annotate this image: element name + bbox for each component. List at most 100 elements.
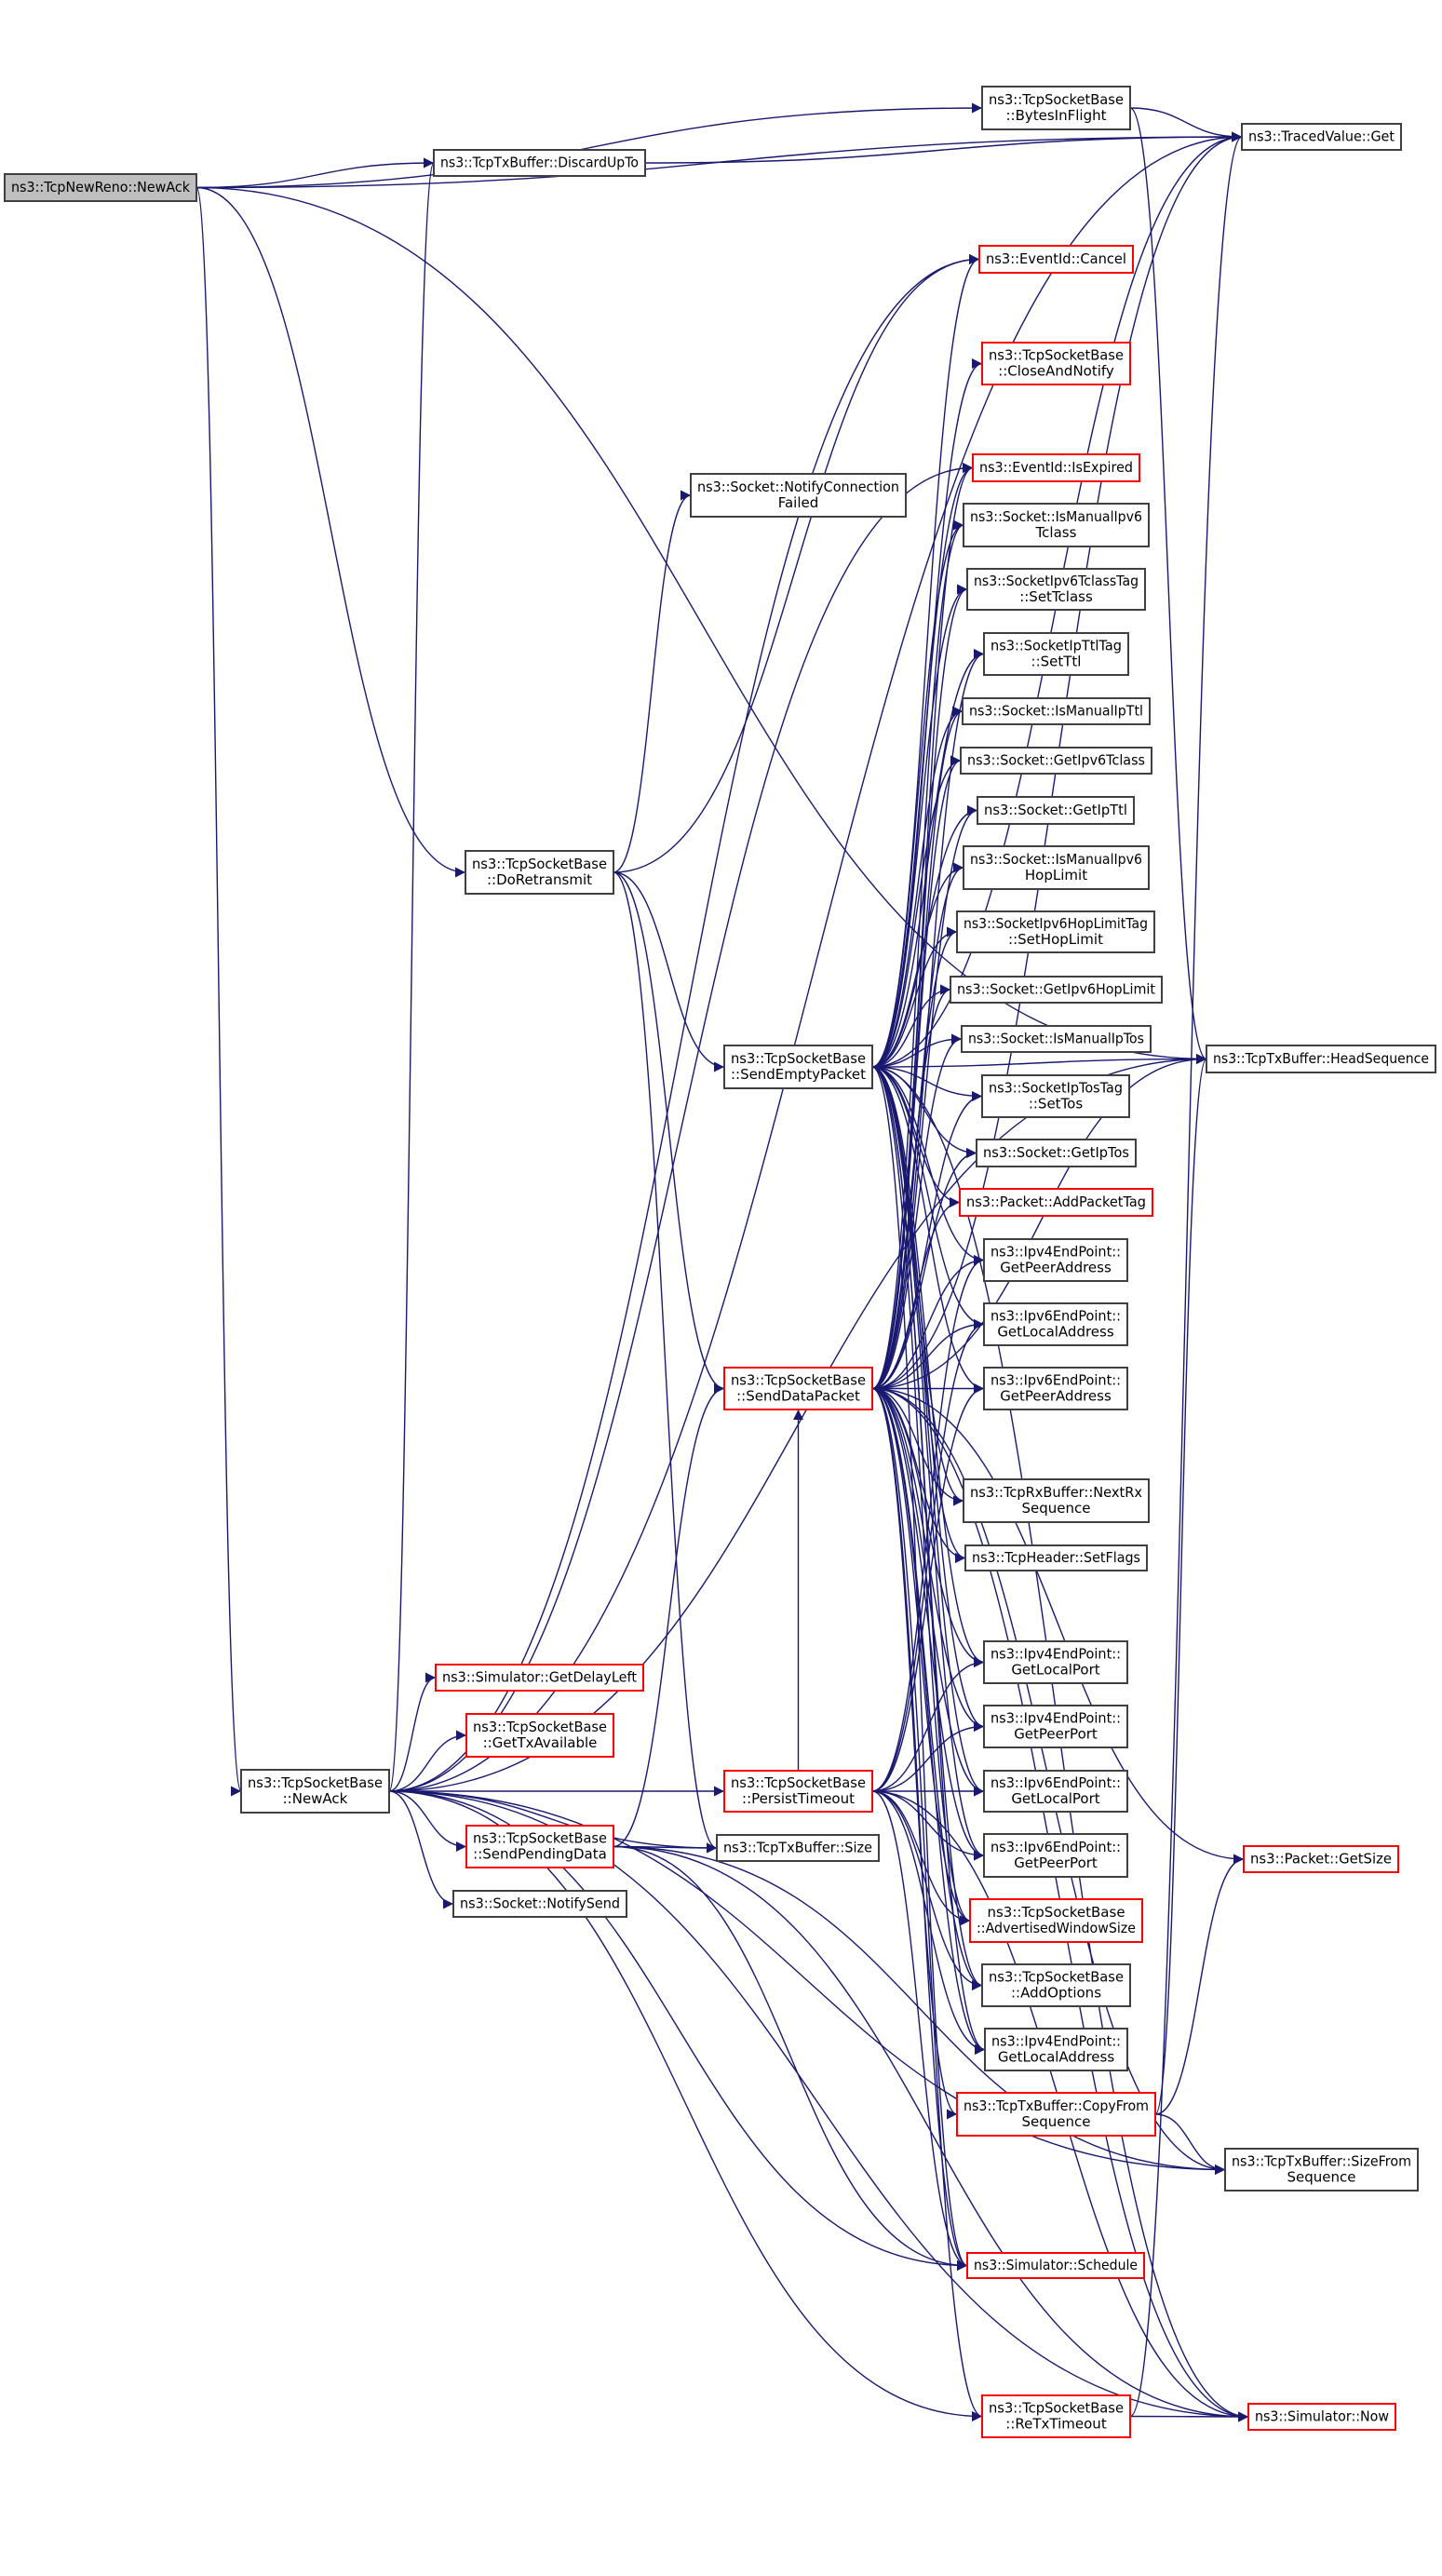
edge-tcpsocketbase-persisttimeout-to-ipv6endpoint-getpeeraddress (871, 1383, 985, 1792)
node-label: ns3::Socket::GetIpv6Tclass (967, 752, 1145, 769)
node-tcpnewreno-newack[interactable]: ns3::TcpNewReno::NewAck (4, 173, 197, 202)
node-label: ns3::Simulator::GetDelayLeft (442, 1669, 637, 1686)
node-label: GetLocalPort (1011, 1662, 1099, 1679)
node-socket-getipttl[interactable]: ns3::Socket::GetIpTtl (977, 796, 1135, 825)
node-packet-getsize[interactable]: ns3::Packet::GetSize (1243, 1845, 1399, 1873)
node-ipv4endpoint-getpeerport[interactable]: ns3::Ipv4EndPoint::GetPeerPort (983, 1705, 1128, 1748)
node-ipv4endpoint-getlocalport[interactable]: ns3::Ipv4EndPoint::GetLocalPort (983, 1640, 1128, 1684)
node-label: ::AdvertisedWindowSize (977, 1920, 1136, 1936)
edge-tcpsocketbase-newack-to-tcpsocketbase-gettxavailable (388, 1730, 467, 1792)
node-box (981, 1074, 1130, 1118)
node-tcptxbuffer-headsequence[interactable]: ns3::TcpTxBuffer::HeadSequence (1206, 1045, 1436, 1073)
node-box (981, 86, 1131, 130)
node-box (983, 1833, 1128, 1878)
edge-tcptxbuffer-discardupto-to-tracedvalue-get (644, 131, 1243, 164)
node-label: ns3::Ipv6EndPoint:: (991, 1839, 1121, 1855)
edge-tcpsocketbase-sendemptypacket-to-tcptxbuffer-headsequence (871, 1054, 1207, 1068)
edge-tcpsocketbase-senddatapacket-to-packet-getsize (871, 1387, 1245, 1865)
node-tcpsocketbase-retxtimeout[interactable]: ns3::TcpSocketBase::ReTxTimeout (981, 2394, 1131, 2438)
node-socket-getipv6tclass[interactable]: ns3::Socket::GetIpv6Tclass (960, 747, 1152, 775)
node-socketipttltag-setttl[interactable]: ns3::SocketIpTtlTag::SetTtl (983, 632, 1129, 676)
node-box (981, 342, 1131, 385)
node-label: ns3::Simulator::Now (1255, 2408, 1389, 2425)
node-label: ns3::TcpTxBuffer::HeadSequence (1213, 1050, 1429, 1067)
node-box (723, 1367, 873, 1410)
node-socket-notifysend[interactable]: ns3::Socket::NotifySend (452, 1890, 627, 1918)
node-packet-addpackettag[interactable]: ns3::Packet::AddPacketTag (959, 1188, 1153, 1217)
node-box (433, 149, 646, 177)
node-tcpheader-setflags[interactable]: ns3::TcpHeader::SetFlags (964, 1544, 1148, 1571)
node-socket-getipv6hoplimit[interactable]: ns3::Socket::GetIpv6HopLimit (950, 976, 1163, 1004)
node-ipv4endpoint-getpeeraddress[interactable]: ns3::Ipv4EndPoint::GetPeerAddress (983, 1238, 1128, 1282)
node-tcpsocketbase-sendemptypacket[interactable]: ns3::TcpSocketBase::SendEmptyPacket (723, 1045, 873, 1089)
node-label: ::PersistTimeout (742, 1790, 855, 1807)
node-label: ::SetTtl (1031, 654, 1082, 670)
node-eventid-isexpired[interactable]: ns3::EventId::IsExpired (972, 453, 1140, 482)
node-box (240, 1769, 390, 1814)
node-box (1241, 123, 1402, 151)
node-label: HopLimit (1025, 867, 1087, 883)
edge-tcpsocketbase-persisttimeout-to-tcpsocketbase-advertisedwindowsize (871, 1790, 971, 1926)
node-socket-ismanualipttl[interactable]: ns3::Socket::IsManualIpTtl (962, 697, 1151, 725)
node-tcpsocketbase-sendpendingdata[interactable]: ns3::TcpSocketBase::SendPendingData (465, 1825, 614, 1868)
node-tcptxbuffer-size[interactable]: ns3::TcpTxBuffer::Size (716, 1834, 880, 1862)
node-label: ns3::TcpSocketBase (989, 2400, 1124, 2417)
node-box (983, 1770, 1128, 1813)
node-simulator-getdelayleft[interactable]: ns3::Simulator::GetDelayLeft (435, 1664, 644, 1692)
node-eventid-cancel[interactable]: ns3::EventId::Cancel (978, 245, 1134, 274)
node-tcpsocketbase-closeandnotify[interactable]: ns3::TcpSocketBase::CloseAndNotify (981, 342, 1131, 385)
node-tcpsocketbase-senddatapacket[interactable]: ns3::TcpSocketBase::SendDataPacket (723, 1367, 873, 1410)
node-ipv4endpoint-getlocaladdress[interactable]: ns3::Ipv4EndPoint::GetLocalAddress (984, 2028, 1128, 2071)
edge-tcpsocketbase-senddatapacket-to-socket-getipv6tclass (871, 755, 962, 1390)
node-ipv6endpoint-getpeerport[interactable]: ns3::Ipv6EndPoint::GetPeerPort (983, 1833, 1128, 1878)
edge-tcpsocketbase-sendpendingdata-to-simulator-now (613, 1845, 1249, 2422)
edge-tcpsocketbase-senddatapacket-to-ipv6endpoint-getpeerport (871, 1387, 985, 1861)
node-ipv6endpoint-getlocalport[interactable]: ns3::Ipv6EndPoint::GetLocalPort (983, 1770, 1128, 1813)
node-label: ns3::Ipv6EndPoint:: (991, 1372, 1121, 1389)
node-box (435, 1664, 644, 1692)
edge-tcpsocketbase-sendemptypacket-to-ipv4endpoint-getpeeraddress (871, 1066, 985, 1265)
node-socketiptostag-settos[interactable]: ns3::SocketIpTosTag::SetTos (981, 1074, 1130, 1118)
node-tcptxbuffer-discardupto[interactable]: ns3::TcpTxBuffer::DiscardUpTo (433, 149, 646, 177)
node-tracedvalue-get[interactable]: ns3::TracedValue::Get (1241, 123, 1402, 151)
node-socketipv6hoplimittag-sethoplimit[interactable]: ns3::SocketIpv6HopLimitTag::SetHopLimit (956, 910, 1155, 953)
node-box (984, 2028, 1128, 2071)
node-label: Failed (778, 494, 819, 511)
node-ipv6endpoint-getlocaladdress[interactable]: ns3::Ipv6EndPoint::GetLocalAddress (983, 1302, 1128, 1346)
node-tcpsocketbase-advertisedwindowsize[interactable]: ns3::TcpSocketBase::AdvertisedWindowSize (969, 1898, 1143, 1943)
node-label: ns3::SocketIpTosTag (989, 1080, 1123, 1097)
node-simulator-schedule[interactable]: ns3::Simulator::Schedule (966, 2252, 1145, 2279)
edge-tcpsocketbase-sendemptypacket-to-socket-getipv6hoplimit (871, 984, 951, 1068)
node-tcpsocketbase-newack[interactable]: ns3::TcpSocketBase::NewAck (240, 1769, 390, 1814)
node-tcpsocketbase-doretransmit[interactable]: ns3::TcpSocketBase::DoRetransmit (465, 850, 614, 895)
edge-tcpsocketbase-sendemptypacket-to-ipv6endpoint-getlocalport (871, 1066, 985, 1797)
node-simulator-now[interactable]: ns3::Simulator::Now (1247, 2403, 1396, 2431)
node-label: GetLocalAddress (997, 1324, 1114, 1341)
node-label: GetPeerAddress (1000, 1388, 1112, 1405)
node-ipv6endpoint-getpeeraddress[interactable]: ns3::Ipv6EndPoint::GetPeerAddress (983, 1367, 1128, 1410)
edge-tcptxbuffer-copyfrom-sequence-to-tcptxbuffer-sizefrom-sequence (1154, 2113, 1226, 2175)
node-label: ::SendPendingData (473, 1846, 607, 1863)
node-tcpsocketbase-gettxavailable[interactable]: ns3::TcpSocketBase::GetTxAvailable (465, 1713, 614, 1758)
node-socket-ismanualiptos[interactable]: ns3::Socket::IsManualIpTos (961, 1025, 1152, 1053)
node-label: ::SetTos (1029, 1096, 1084, 1113)
edge-tcpsocketbase-sendemptypacket-to-socketipv6hoplimittag-sethoplimit (871, 926, 958, 1068)
node-tcpsocketbase-addoptions[interactable]: ns3::TcpSocketBase::AddOptions (981, 1963, 1131, 2007)
node-label: ns3::Socket::IsManualIpv6 (970, 851, 1142, 868)
node-box (972, 453, 1140, 482)
node-socketipv6tclasstag-settclass[interactable]: ns3::SocketIpv6TclassTag::SetTclass (966, 568, 1146, 611)
node-label: ::DoRetransmit (487, 871, 592, 888)
node-socket-getiptos[interactable]: ns3::Socket::GetIpTos (976, 1139, 1137, 1167)
node-box (950, 976, 1163, 1004)
node-box (969, 1898, 1143, 1943)
edge-tcpsocketbase-sendpendingdata-to-tcptxbuffer-sizefrom-sequence (613, 1845, 1226, 2175)
node-tcpsocketbase-bytesinflight[interactable]: ns3::TcpSocketBase::BytesInFlight (981, 86, 1131, 130)
edge-tcpsocketbase-senddatapacket-to-socket-getiptos (871, 1148, 977, 1390)
node-tcpsocketbase-persisttimeout[interactable]: ns3::TcpSocketBase::PersistTimeout (723, 1770, 873, 1813)
